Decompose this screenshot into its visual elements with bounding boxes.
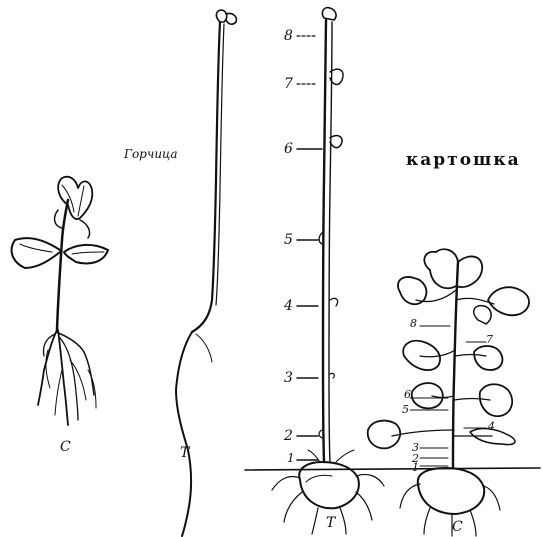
- stem-node-label: 2: [284, 429, 293, 443]
- stem-node-label: 6: [284, 142, 293, 156]
- stem-node-label: 8: [284, 29, 293, 43]
- stem-node-label: 5: [284, 233, 293, 247]
- bush-node-label: 1: [412, 462, 419, 473]
- potato-bush-light: [368, 249, 529, 536]
- bush-node-label: 6: [404, 389, 411, 400]
- mustard-label: Горчица: [124, 148, 178, 160]
- stem-node-label: 3: [284, 371, 293, 385]
- bush-node-label: 8: [410, 318, 417, 329]
- bush-node-label: 5: [402, 404, 409, 415]
- bush-node-label: 4: [488, 421, 495, 432]
- potato-label: картошка: [406, 152, 521, 169]
- stem-node-label: 7: [284, 77, 293, 91]
- stem-node-label: 1: [287, 452, 295, 464]
- stem-plant-label: Т: [326, 516, 335, 530]
- right-plant-label: С: [452, 520, 463, 534]
- mustard-seedling-light: [12, 177, 108, 425]
- bush-node-label: 7: [486, 334, 493, 345]
- stem-node-label: 4: [284, 299, 293, 313]
- left-plant-label: С: [60, 440, 71, 454]
- ground-line: [245, 468, 540, 470]
- mid-plant-label: Т: [180, 446, 189, 460]
